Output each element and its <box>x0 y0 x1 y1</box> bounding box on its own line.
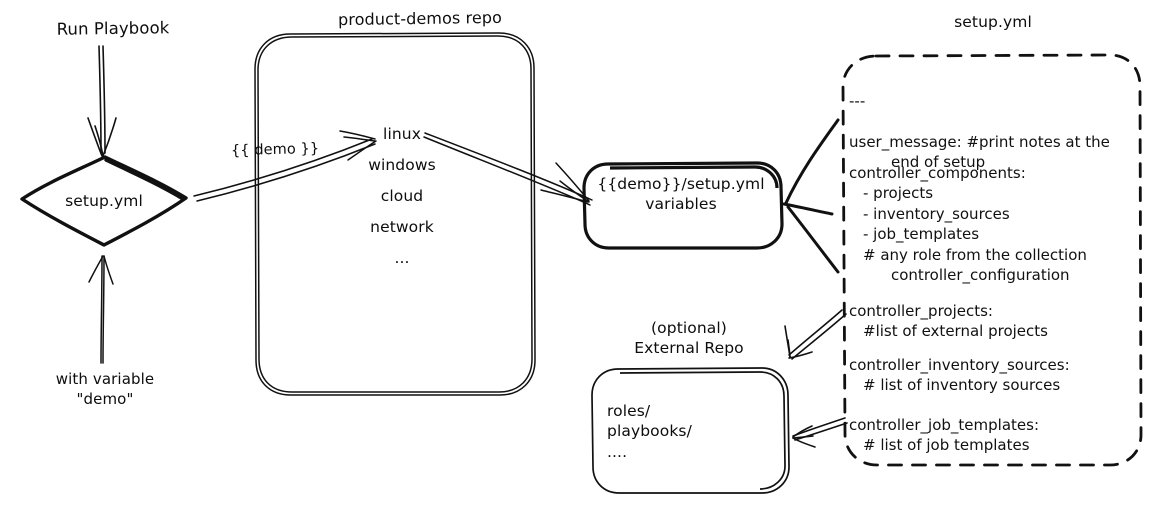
variables-box-label: {{demo}}/setup.yml variables <box>597 175 765 214</box>
setup-yml-block-controller-projects: controller_projects: #list of external p… <box>849 301 1048 342</box>
yaml-key-user-message: user_message: #print notes at the <box>849 132 1110 151</box>
with-variable-label: with variable "demo" <box>55 370 155 408</box>
yaml-comment-controller-projects: #list of external projects <box>863 322 1048 341</box>
yaml-item-job-templates: - job_templates <box>863 225 980 244</box>
yaml-item-projects: - projects <box>863 184 934 203</box>
setup-yml-block-user-message: --- user_message: #print notes at the en… <box>849 91 1110 173</box>
setup-yml-block-controller-components: controller_components: - projects - inve… <box>849 163 1087 285</box>
arrow-setupyml-to-external-repo-top <box>784 309 847 360</box>
yaml-item-inventory-sources: - inventory_sources <box>863 204 1010 223</box>
setup-yml-block-controller-job-templates: controller_job_templates: # list of job … <box>849 415 1039 456</box>
product-demos-repo-title: product-demos repo <box>337 7 503 30</box>
repo-directory-list: linux windows cloud network ... <box>368 125 436 267</box>
yaml-key-controller-projects: controller_projects: <box>849 302 993 320</box>
yaml-comment-controller-job-templates: # list of job templates <box>863 436 1030 455</box>
external-repo-box <box>591 367 790 494</box>
product-demos-repo-box <box>254 32 536 396</box>
yaml-key-controller-components: controller_components: <box>849 164 1026 182</box>
arrow-with-variable <box>88 255 114 364</box>
arrow-setupyml-to-external-repo-bottom <box>792 417 848 448</box>
yaml-comment-controller-configuration: controller_configuration <box>891 265 1070 284</box>
demo-variable-edge-label: {{ demo }} <box>230 140 320 160</box>
variables-box <box>582 161 784 250</box>
arrow-run-playbook <box>87 45 117 158</box>
arrow-linux-to-variables <box>423 132 593 206</box>
decision-label-setup-yml: setup.yml <box>65 192 143 210</box>
setup-yml-panel-title: setup.yml <box>954 13 1032 31</box>
decision-diamond-setup-yml <box>20 155 188 247</box>
yaml-key-controller-job-templates: controller_job_templates: <box>849 416 1040 434</box>
yaml-key-controller-inventory-sources: controller_inventory_sources: <box>849 356 1070 374</box>
external-repo-contents: roles/ playbooks/ .... <box>607 402 692 461</box>
setup-yml-block-controller-inventory-sources: controller_inventory_sources: # list of … <box>849 355 1070 396</box>
arrow-setupyml-to-variables <box>782 118 840 274</box>
setup-yml-dashed-box <box>841 53 1143 467</box>
yaml-comment-controller-inventory-sources: # list of inventory sources <box>863 376 1061 395</box>
yaml-doc-start: --- <box>849 92 866 110</box>
run-playbook-label: Run Playbook <box>56 18 170 39</box>
yaml-comment-user-message-cont: end of setup <box>891 153 986 172</box>
arrow-demo-to-linux <box>193 130 377 202</box>
external-repo-title: (optional) External Repo <box>634 319 744 358</box>
yaml-comment-any-role: # any role from the collection <box>863 245 1087 264</box>
